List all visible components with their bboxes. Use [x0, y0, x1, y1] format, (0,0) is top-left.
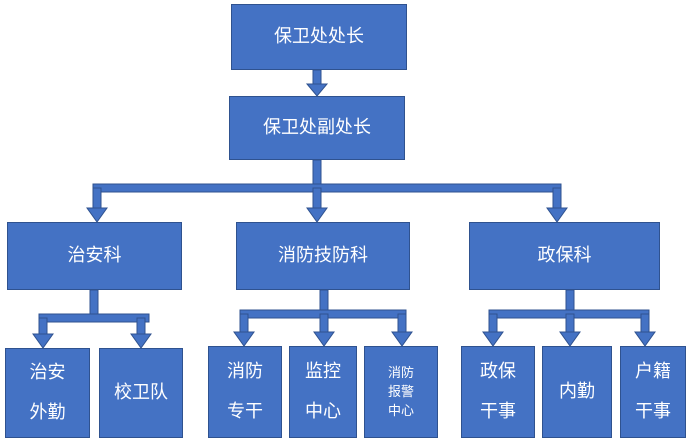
node-label-line: 外勤 [29, 402, 66, 423]
node-unit-fire-officer: 消防 专干 [208, 346, 282, 438]
node-label-line: 中心 [387, 403, 414, 419]
node-label-line: 干事 [480, 401, 516, 422]
node-unit-security-field: 治安 外勤 [5, 348, 90, 438]
node-label-line: 专干 [227, 401, 263, 422]
node-label: 保卫处处长 [274, 25, 364, 47]
node-dept-public-security: 治安科 [7, 222, 182, 290]
node-deputy-director: 保卫处副处长 [229, 96, 405, 160]
node-dept-political: 政保科 [469, 222, 660, 290]
node-label-line: 政保 [480, 361, 516, 382]
node-top-director: 保卫处处长 [231, 4, 407, 70]
node-label-line: 监控 [305, 361, 341, 382]
node-label: 校卫队 [114, 381, 168, 403]
node-unit-political-officer: 政保 干事 [461, 346, 535, 438]
node-unit-monitoring-center: 监控 中心 [289, 346, 357, 438]
node-label: 保卫处副处长 [263, 116, 371, 138]
node-label-line: 消防 [227, 361, 263, 382]
node-label-line: 消防 [387, 365, 414, 381]
node-label-line: 干事 [635, 401, 671, 422]
node-label-line: 户籍 [635, 361, 671, 382]
node-unit-fire-alarm-center: 消防 报警 中心 [364, 346, 438, 438]
node-dept-fire-tech: 消防技防科 [236, 222, 410, 290]
node-label-line: 治安 [29, 362, 66, 383]
node-label: 消防技防科 [278, 244, 368, 266]
node-label-line: 报警 [387, 384, 414, 400]
node-unit-household-registry: 户籍 干事 [620, 346, 686, 438]
node-label: 内勤 [559, 380, 595, 402]
node-unit-internal-affairs: 内勤 [542, 346, 612, 438]
node-unit-campus-guard: 校卫队 [99, 348, 183, 438]
node-label: 治安科 [67, 244, 122, 266]
node-label-line: 中心 [305, 401, 341, 422]
node-label: 政保科 [537, 244, 592, 266]
